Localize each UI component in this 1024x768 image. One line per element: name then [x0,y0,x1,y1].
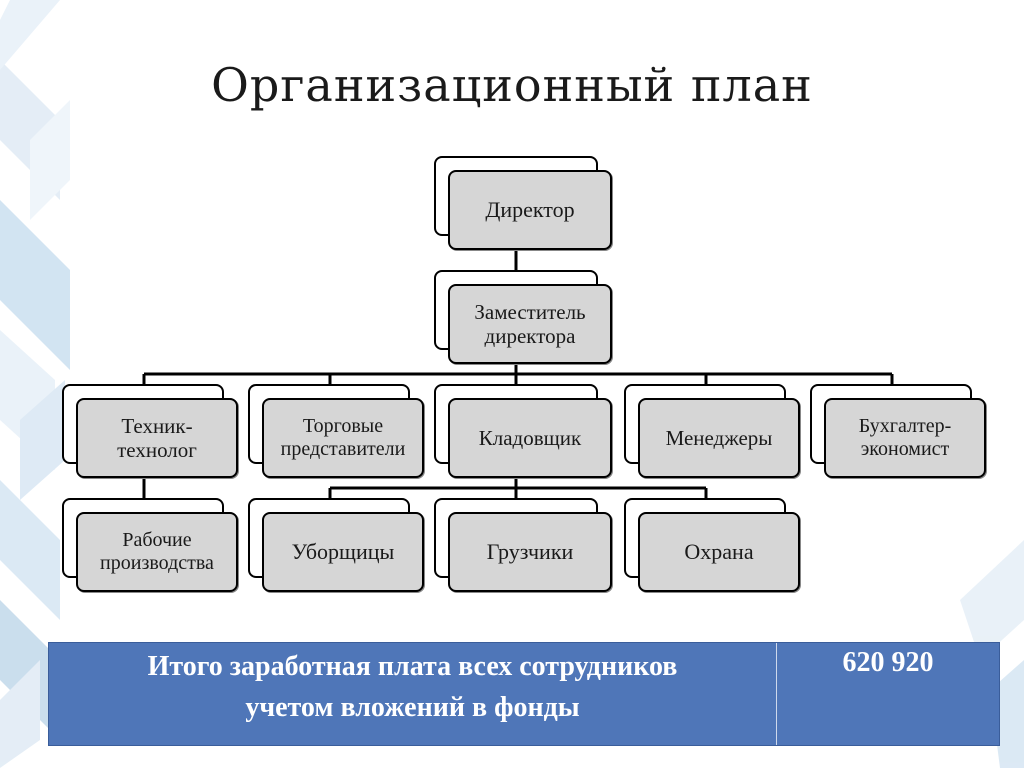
org-node-security: Охрана [624,498,800,592]
org-node-director: Директор [434,156,612,250]
salary-summary-label-line2: учетом вложений в фонды [245,691,580,723]
org-node-accountant: Бухгалтер-экономист [810,384,986,478]
org-node-deputy: Заместитель директора [434,270,612,364]
org-node-loaders: Грузчики [434,498,612,592]
org-node-workers: Рабочие производства [62,498,238,592]
salary-summary-value: 620 920 [842,647,934,678]
org-node-label: Рабочие производства [100,529,214,574]
org-node-sales-reps: Торговые представители [248,384,424,478]
org-node-label: Бухгалтер-экономист [858,415,952,460]
page-title: Организационный план [211,58,813,112]
org-node-label: Кладовщик [478,425,582,450]
org-node-technologist: Техник-технолог [62,384,238,478]
org-node-label: Техник-технолог [117,413,197,462]
org-node-cleaners: Уборщицы [248,498,424,592]
org-node-label: Торговые представители [280,415,406,460]
org-node-label: Уборщицы [291,539,395,565]
org-node-label: Заместитель директора [474,299,586,348]
org-node-label: Охрана [684,539,754,565]
org-node-storekeeper: Кладовщик [434,384,612,478]
org-node-managers: Менеджеры [624,384,800,478]
org-node-label: Менеджеры [665,425,773,450]
org-node-label: Директор [485,197,575,223]
salary-summary-table: Итого заработная плата всех сотрудников … [48,642,1000,746]
salary-summary-label-line1: Итого заработная плата всех сотрудников [147,651,678,682]
salary-summary-label: Итого заработная плата всех сотрудников … [49,643,777,745]
org-node-label: Грузчики [486,539,574,565]
